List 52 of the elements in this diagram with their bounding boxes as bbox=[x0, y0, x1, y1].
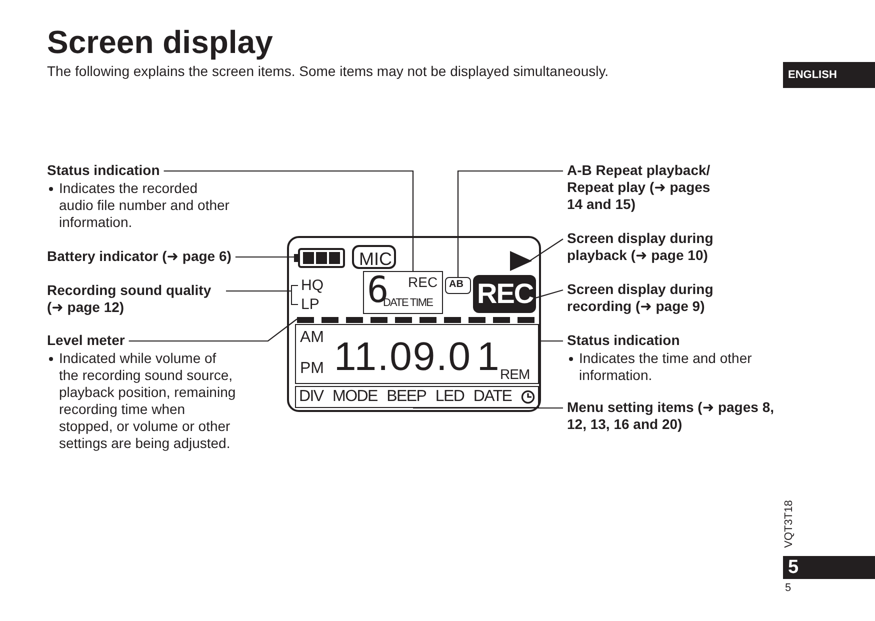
bullet-text: Indicated while volume of the recording sound source, playback position, remaining recording time when stopped, or volume or other settings are being adjusted. bbox=[47, 350, 239, 452]
language-tab: ENGLISH bbox=[783, 62, 875, 88]
indicator-text: REC bbox=[408, 275, 438, 289]
bullet-text: Indicates the time and other information. bbox=[567, 350, 772, 384]
leader-line bbox=[457, 170, 563, 277]
intro-text: The following explains the screen items. Some items may not be displayed simultaneously. bbox=[47, 63, 609, 80]
rec-indicator bbox=[473, 275, 536, 313]
callout-heading: A-B Repeat playback/ Repeat play (➜ pages 14 and 15) bbox=[567, 162, 712, 213]
callout-heading: Menu setting items (➜ pages 8, 12, 13, 16 and 20) bbox=[567, 399, 775, 433]
level-meter-bar bbox=[297, 317, 535, 323]
callout-heading: Screen display during recording (➜ page 9) bbox=[567, 281, 714, 315]
menu-row bbox=[295, 386, 539, 408]
menu-item: DATE bbox=[473, 389, 512, 405]
leader-line bbox=[536, 289, 564, 298]
indicator-text: REM bbox=[500, 367, 530, 381]
mic-indicator bbox=[352, 245, 396, 269]
leader-line bbox=[164, 170, 414, 271]
menu-item: BEEP bbox=[386, 389, 426, 405]
status-frame bbox=[363, 271, 443, 314]
callout-heading: Level meter bbox=[47, 332, 125, 349]
repeat-indicator bbox=[445, 277, 471, 294]
segment-digit: 1 bbox=[477, 337, 500, 377]
page-number-tab: 5 bbox=[783, 556, 875, 579]
callout-heading: Status indication bbox=[567, 332, 680, 349]
callout-heading: Screen display during playback (➜ page 10) bbox=[567, 230, 714, 264]
leader-line bbox=[528, 238, 564, 262]
indicator-text: AM bbox=[300, 330, 324, 346]
callout-heading: Recording sound quality (➜ page 12) bbox=[47, 282, 212, 316]
leader-line bbox=[235, 256, 294, 258]
play-icon bbox=[510, 251, 532, 271]
page-title: Screen display bbox=[47, 24, 273, 60]
callout-heading: Battery indicator (➜ page 6) bbox=[47, 248, 232, 265]
document-code: VQT3T18 bbox=[782, 500, 795, 548]
bullet-text: Indicates the recorded audio file number and other information. bbox=[47, 180, 235, 231]
battery-icon bbox=[294, 248, 346, 268]
segment-digits: 11.09.0 bbox=[334, 337, 472, 377]
menu-item: DIV bbox=[299, 389, 324, 405]
leader-line bbox=[412, 407, 563, 409]
indicator-text: AB bbox=[449, 280, 464, 290]
page-number: 5 bbox=[785, 582, 792, 594]
lcd-screen bbox=[287, 236, 541, 412]
indicator-text: REC bbox=[477, 280, 534, 308]
indicator-text: MIC bbox=[359, 250, 392, 268]
quality-label: HQ bbox=[301, 278, 324, 293]
status-frame bbox=[295, 324, 539, 384]
menu-item: MODE bbox=[332, 389, 378, 405]
callout-heading: Status indication bbox=[47, 162, 160, 179]
quality-label: LP bbox=[301, 297, 320, 312]
menu-item: LED bbox=[435, 389, 464, 405]
leader-line bbox=[539, 340, 563, 342]
leader-line bbox=[226, 290, 291, 292]
indicator-text: PM bbox=[300, 361, 324, 377]
